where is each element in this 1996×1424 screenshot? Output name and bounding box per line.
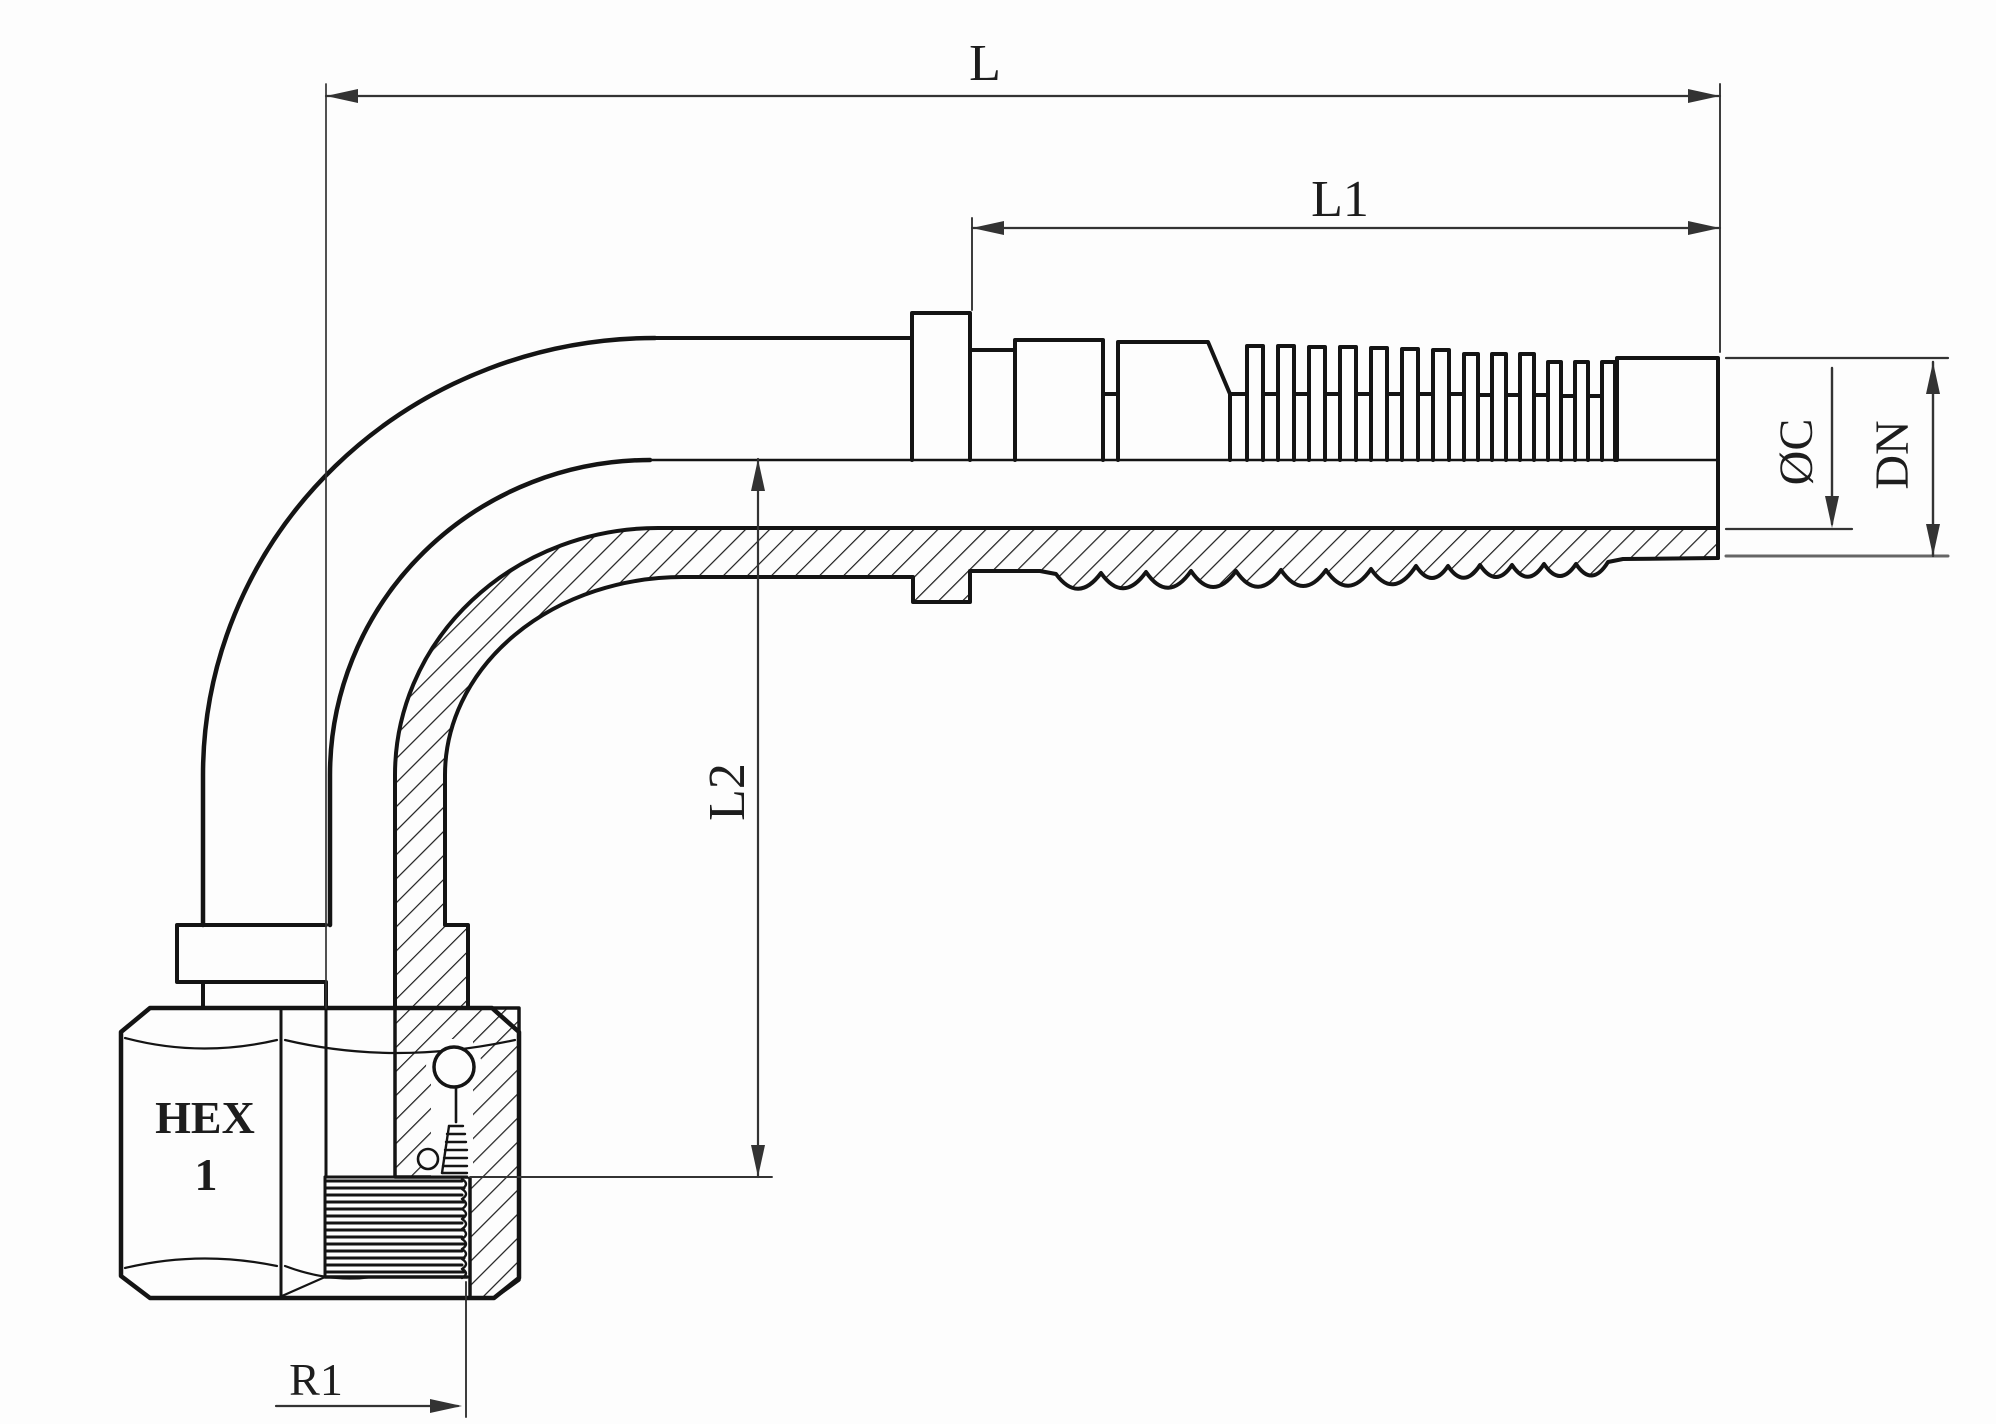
hatch-wall-main bbox=[393, 526, 1720, 1010]
hex-nut bbox=[118, 1005, 522, 1301]
arrow-left-icon bbox=[326, 89, 358, 103]
nut-outline bbox=[118, 1005, 522, 1301]
ball-spring-detail bbox=[416, 1045, 476, 1175]
arrow-down-icon bbox=[1926, 524, 1940, 556]
label-overall-length: L bbox=[969, 35, 1001, 92]
elbow-bore-arc bbox=[327, 457, 653, 928]
arrow-down-icon bbox=[751, 1145, 765, 1177]
label-tail-diameter: ØC bbox=[1770, 419, 1823, 486]
dim-DN bbox=[1926, 360, 1940, 558]
label-drop-length: L2 bbox=[699, 763, 756, 821]
label-hex-index: 1 bbox=[195, 1149, 218, 1200]
dim-R1 bbox=[274, 1399, 462, 1413]
elbow-outer-arc bbox=[200, 335, 658, 928]
arrow-left-icon bbox=[972, 221, 1004, 235]
arrow-up-icon bbox=[1926, 362, 1940, 394]
label-nominal-bore: DN bbox=[1866, 420, 1919, 489]
label-thread-radius: R1 bbox=[289, 1354, 343, 1405]
ball bbox=[432, 1045, 476, 1089]
dimension-labels: L L1 L2 ØC DN HEX 1 R1 bbox=[155, 35, 1919, 1405]
dimensions bbox=[274, 83, 1950, 1418]
fitting-body-outline bbox=[175, 311, 1720, 1179]
dim-L2 bbox=[751, 457, 765, 1179]
spring-coils bbox=[440, 1124, 469, 1175]
arrow-down-icon bbox=[1825, 496, 1839, 528]
dim-L1 bbox=[970, 221, 1722, 235]
arrow-right-icon bbox=[1688, 221, 1720, 235]
spring-seat-ball bbox=[416, 1147, 440, 1171]
thread-right-crests bbox=[460, 1177, 468, 1280]
hose-tail-profile bbox=[653, 311, 1720, 560]
thread-block bbox=[280, 1175, 469, 1298]
label-tail-length: L1 bbox=[1311, 171, 1369, 228]
arrow-right-icon bbox=[1688, 89, 1720, 103]
swivel-collar bbox=[175, 923, 328, 1010]
arrow-right-icon bbox=[430, 1399, 462, 1413]
dim-OC bbox=[1825, 366, 1839, 528]
nut-chamfer-arcs bbox=[123, 1036, 517, 1280]
dim-L bbox=[324, 89, 1722, 103]
nut-bottom-chamfer bbox=[280, 1275, 327, 1298]
arrow-up-icon bbox=[751, 459, 765, 491]
label-hex: HEX bbox=[155, 1092, 255, 1143]
